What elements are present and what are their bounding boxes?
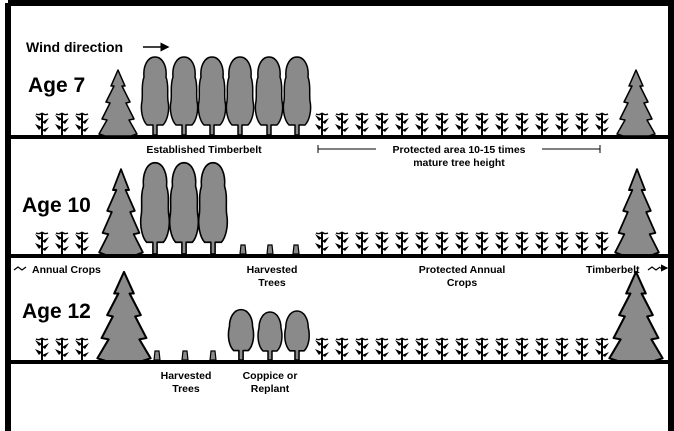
protected-crops-sublabel: Crops: [447, 277, 477, 289]
annual-crops-label: Annual Crops: [32, 264, 101, 276]
crop-row-protected: [314, 231, 610, 255]
timberbelt-label: Timberbelt: [586, 264, 640, 276]
crop-row-left: [34, 112, 90, 136]
age-10-title: Age 10: [22, 194, 91, 217]
coppice-label: Coppice or: [243, 370, 298, 382]
harvested-trees-sublabel: Trees: [172, 383, 200, 395]
crop-row-left: [34, 337, 90, 361]
conifer-tree: [98, 69, 138, 137]
protected-area-label: Protected area 10-15 times: [392, 144, 525, 156]
conifer-tree: [96, 270, 152, 363]
protected-area-bracket: [317, 145, 601, 153]
coppice-row: [227, 308, 310, 361]
protected-area-sublabel: mature tree height: [413, 157, 505, 169]
conifer-tree: [616, 69, 656, 137]
panel-age-7: Age 7 Established Timberbelt: [10, 56, 670, 169]
conifer-tree: [98, 168, 144, 256]
harvested-trees-label: Harvested: [247, 264, 298, 276]
crop-row-left: [34, 231, 90, 255]
break-mark-right: [647, 266, 661, 271]
crop-row-protected: [314, 337, 610, 361]
coppice-sublabel: Replant: [251, 383, 290, 395]
established-timberbelt-label: Established Timberbelt: [146, 144, 262, 156]
conifer-tree: [608, 270, 664, 363]
conifer-tree: [614, 168, 660, 256]
break-mark-left: [13, 266, 27, 271]
poplar-row: [139, 161, 229, 255]
wind-direction-label: Wind direction: [26, 39, 123, 55]
panel-age-12: Age 12: [10, 270, 670, 395]
poplar-row: [140, 56, 312, 136]
protected-crops-label: Protected Annual: [419, 264, 506, 276]
harvested-trees-sublabel: Trees: [258, 277, 286, 289]
age-12-title: Age 12: [22, 300, 91, 323]
age-7-title: Age 7: [28, 74, 85, 97]
harvested-trees-label: Harvested: [161, 370, 212, 382]
panel-age-10: Age 10: [10, 161, 670, 289]
crop-row-protected: [314, 112, 610, 136]
harvested-stumps: [239, 244, 300, 255]
harvested-stumps: [153, 350, 217, 361]
